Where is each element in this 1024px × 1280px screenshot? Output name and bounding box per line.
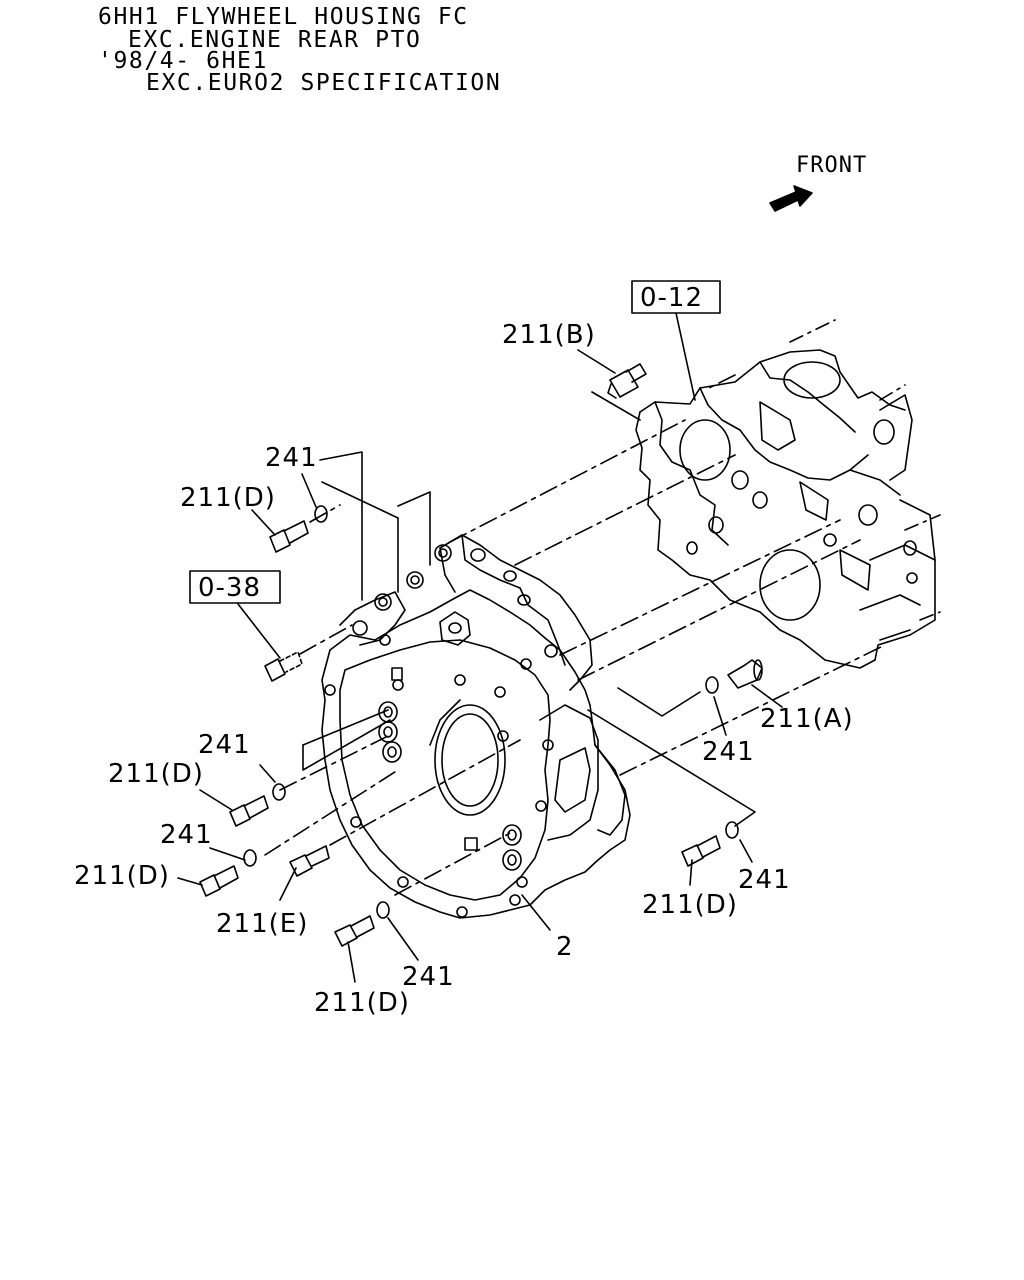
flywheel-housing — [321, 534, 631, 919]
washer-241-right2-icon — [725, 821, 739, 839]
washer-241-left1-icon — [272, 783, 286, 801]
bolt-211d-left1-icon — [229, 795, 269, 827]
callout-211e: 211(E) — [216, 909, 308, 939]
washer-241-top-icon — [314, 505, 328, 523]
callout-211d-right: 211(D) — [642, 890, 738, 920]
callout-241-top: 241 — [265, 443, 318, 473]
header-line-1: 6HH1 FLYWHEEL HOUSING FC — [98, 4, 469, 30]
callout-241-left1: 241 — [198, 730, 251, 760]
bolt-211d-left2-icon — [199, 865, 239, 897]
header-line-4: EXC.EURO2 SPECIFICATION — [146, 70, 502, 96]
callout-241-left2: 241 — [160, 820, 213, 850]
bolt-211b-icon — [607, 363, 647, 399]
washer-241-right-icon — [705, 676, 719, 694]
bolt-211d-bottom-icon — [334, 915, 375, 947]
callout-2: 2 — [556, 932, 574, 962]
engine-block — [635, 349, 936, 669]
callout-211a: 211(A) — [760, 704, 854, 734]
bolt-0-38-icon — [264, 651, 303, 682]
callout-211d-top: 211(D) — [180, 483, 276, 513]
callout-211d-left1: 211(D) — [108, 759, 204, 789]
front-label: FRONT — [796, 153, 867, 178]
callout-241-bottom: 241 — [402, 962, 455, 992]
ref-box-0-38 — [189, 570, 281, 604]
leader-lines — [177, 312, 783, 983]
front-arrow-icon — [769, 185, 813, 212]
callout-211b: 211(B) — [502, 320, 596, 350]
callout-241-right2: 241 — [738, 865, 791, 895]
bolt-211a-icon — [727, 659, 763, 689]
ref-0-38-label: 0-38 — [198, 573, 261, 603]
bolt-211e-icon — [289, 845, 330, 877]
ref-box-0-12 — [631, 280, 721, 314]
callout-241-right: 241 — [702, 737, 755, 767]
block-extension-lines — [789, 319, 941, 621]
header-line-2: EXC.ENGINE REAR PTO — [128, 27, 422, 53]
washer-241-left2-icon — [243, 849, 257, 867]
header-line-3: '98/4- 6HE1 — [98, 48, 268, 74]
bolt-211d-right-icon — [681, 835, 721, 867]
ref-0-12-label: 0-12 — [640, 283, 703, 313]
assembly-center-lines — [264, 374, 886, 896]
callout-211d-left2: 211(D) — [74, 861, 170, 891]
callout-211d-bottom: 211(D) — [314, 988, 410, 1018]
washer-241-bottom-icon — [376, 901, 390, 919]
bolt-211d-top-icon — [269, 520, 309, 553]
